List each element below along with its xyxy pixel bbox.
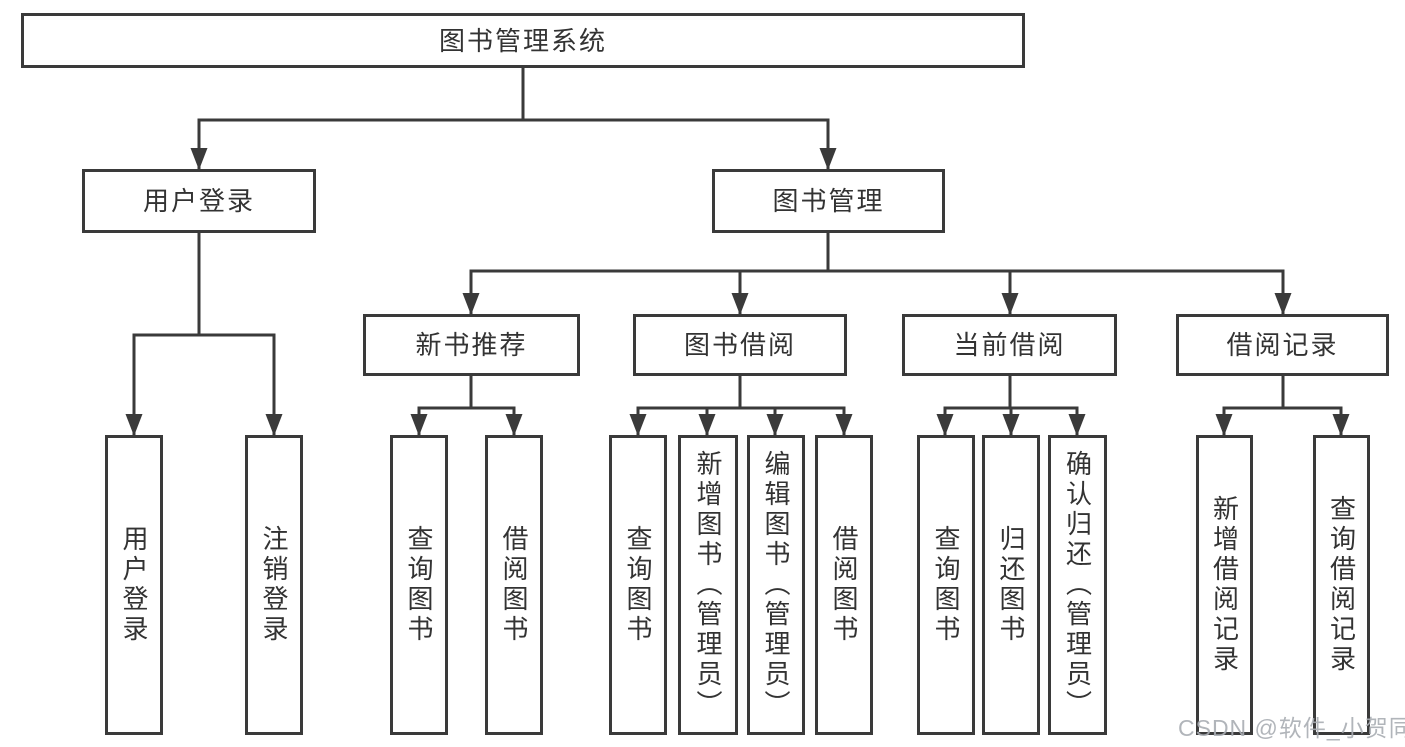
node-user-login: 用户登录 [82, 169, 316, 233]
csdn-watermark: CSDN @软件_小贺同学 [1178, 715, 1405, 741]
node-root-system: 图书管理系统 [21, 13, 1025, 68]
leaf-logout: 注销登录 [245, 435, 303, 735]
leaf-user-login: 用户登录 [105, 435, 163, 735]
node-book-management: 图书管理 [712, 169, 945, 233]
leaf-borrow-edit-book-admin: 编辑图书（管理员） [747, 435, 805, 735]
leaf-borrow-query-book: 查询图书 [609, 435, 667, 735]
node-borrow-records: 借阅记录 [1176, 314, 1389, 376]
leaf-records-add-record: 新增借阅记录 [1196, 435, 1253, 735]
leaf-current-return-book: 归还图书 [982, 435, 1040, 735]
leaf-borrow-add-book-admin: 新增图书（管理员） [678, 435, 738, 735]
leaf-recommend-borrow-book: 借阅图书 [485, 435, 543, 735]
node-new-book-recommend: 新书推荐 [363, 314, 580, 376]
leaf-records-query-record: 查询借阅记录 [1313, 435, 1370, 735]
node-book-borrow: 图书借阅 [633, 314, 847, 376]
leaf-current-confirm-return-admin: 确认归还（管理员） [1048, 435, 1107, 735]
leaf-current-query-book: 查询图书 [917, 435, 975, 735]
node-current-borrow: 当前借阅 [902, 314, 1117, 376]
leaf-recommend-query-book: 查询图书 [390, 435, 448, 735]
leaf-borrow-borrow-book: 借阅图书 [815, 435, 873, 735]
